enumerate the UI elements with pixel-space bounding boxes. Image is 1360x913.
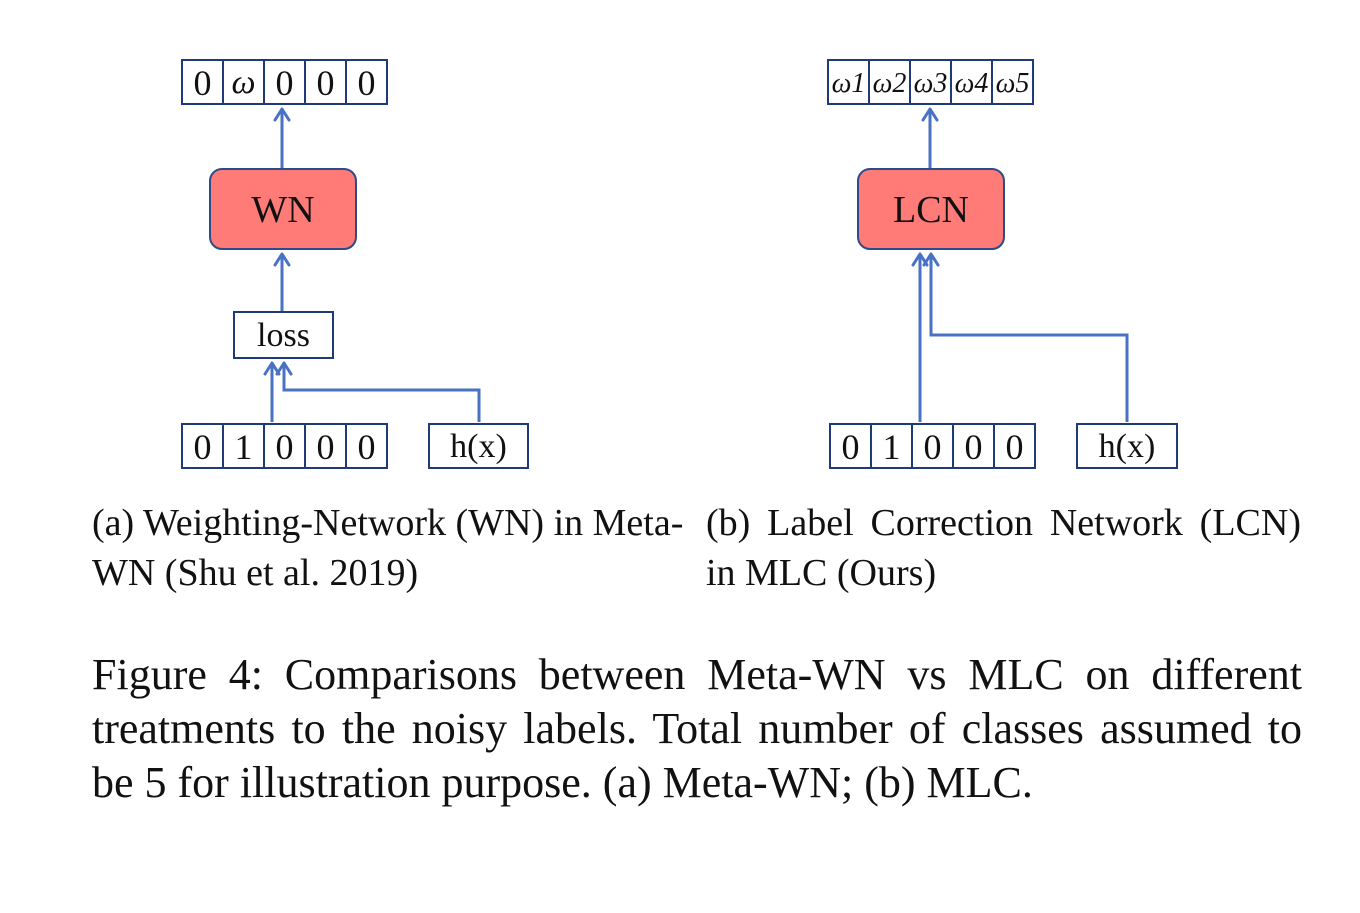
vector-cell [991,59,1034,105]
vector-cell-value: ω2 [873,68,907,99]
vector-cell [222,423,265,469]
vector-cell-value: 0 [276,63,294,103]
vector-cell-value: 0 [1006,427,1024,467]
vector-cell-value: 0 [358,427,376,467]
vector-cell-value: ω1 [832,68,866,99]
vector-cell-value: 0 [317,63,335,103]
weighting-network-node: WN [209,168,357,250]
vector-cell-value: 0 [842,427,860,467]
figure-caption: Figure 4: Comparisons between Meta-WN vs… [92,650,1302,807]
panel-b-output-vector: ω1 ω2 ω3 ω4 ω5 [827,59,1034,105]
vector-cell [345,59,388,105]
vector-cell-value: 0 [276,427,294,467]
network-label: LCN [893,189,969,231]
panel-b-caption: (b) Label Correction Network (LCN) in ML… [706,502,1301,594]
vector-cell [952,423,995,469]
vector-cell-value: ω5 [996,68,1030,99]
vector-cell [993,423,1036,469]
vector-cell-value: ω3 [914,68,948,99]
vector-cell [222,59,265,105]
feature-label: h(x) [1099,428,1156,465]
arrow-label-to-loss [263,361,281,422]
panel-b: ω1 ω2 ω3 ω4 ω5 LCN [827,59,1178,469]
panel-b-label-vector: 0 1 0 0 0 [829,423,1036,469]
arrow-feature-to-loss [275,361,481,422]
vector-cell [304,423,347,469]
network-label: WN [251,189,314,231]
arrow-loss-to-wn [273,252,291,311]
panel-b-feature-box: h(x) [1076,423,1178,469]
panel-a-output-vector: 0 ω 0 0 0 [181,59,388,105]
vector-cell-value: 0 [317,427,335,467]
vector-cell-value: ω4 [955,68,989,99]
panel-a-label-vector: 0 1 0 0 0 [181,423,388,469]
label-correction-network-node: LCN [857,168,1005,250]
vector-cell-value: 0 [194,427,212,467]
panel-a-feature-box: h(x) [428,423,529,469]
vector-cell [181,59,224,105]
vector-cell-value: 0 [965,427,983,467]
vector-cell [868,59,911,105]
vector-cell-value: ω [231,64,255,101]
loss-label: loss [257,317,310,354]
vector-cell [345,423,388,469]
vector-cell-value: 0 [924,427,942,467]
feature-label: h(x) [450,428,507,465]
vector-cell [263,59,306,105]
arrow-wn-to-output [273,107,291,168]
arrow-feature-to-lcn [922,252,1129,422]
vector-cell-value: 1 [235,427,253,467]
arrow-lcn-to-output [921,107,939,168]
panel-a-caption: (a) Weighting-Network (WN) in Meta-WN (S… [92,502,684,594]
vector-cell [911,423,954,469]
vector-cell-value: 1 [883,427,901,467]
vector-cell [870,423,913,469]
loss-box: loss [233,311,334,359]
vector-cell-value: 0 [194,63,212,103]
panel-a: 0 ω 0 0 0 WN loss [181,59,529,469]
arrow-label-to-lcn [911,252,929,422]
vector-cell-value: 0 [358,63,376,103]
